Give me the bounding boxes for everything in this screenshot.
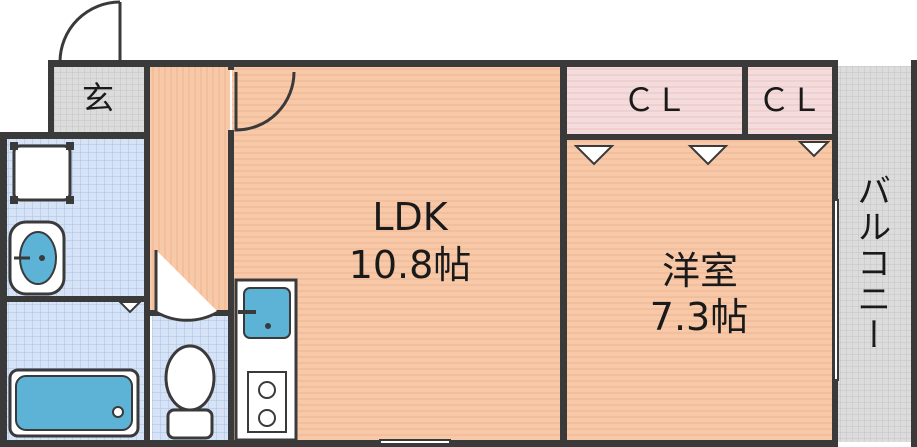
- entrance-door: [58, 0, 122, 63]
- bathtub-icon: [8, 368, 140, 438]
- western-room-name: 洋室: [661, 249, 738, 293]
- balcony-floor: [838, 66, 915, 442]
- closet-1-floor: [566, 66, 744, 138]
- western-room-floor: [566, 140, 832, 442]
- western-room-size: 7.3帖: [649, 295, 749, 339]
- wash-basin-icon: [8, 220, 66, 296]
- closet-2-label: ＣＬ: [757, 81, 822, 119]
- entrance-floor: [52, 66, 144, 132]
- ldk-room-size: 10.8帖: [348, 243, 472, 287]
- toilet-icon: [164, 344, 216, 440]
- ldk-room-name: LDK: [372, 195, 448, 239]
- toilet-door: [154, 250, 219, 322]
- washing-machine-icon: [10, 142, 74, 204]
- entrance-label: 玄: [81, 79, 114, 117]
- closet-2-floor: [748, 66, 832, 138]
- kitchen-counter: [234, 278, 298, 442]
- ldk-door: [234, 71, 296, 132]
- balcony-label: バルコニー: [850, 173, 891, 353]
- windows: [379, 199, 839, 445]
- closet-doors: [117, 141, 831, 314]
- closet-1-label: ＣＬ: [622, 81, 687, 119]
